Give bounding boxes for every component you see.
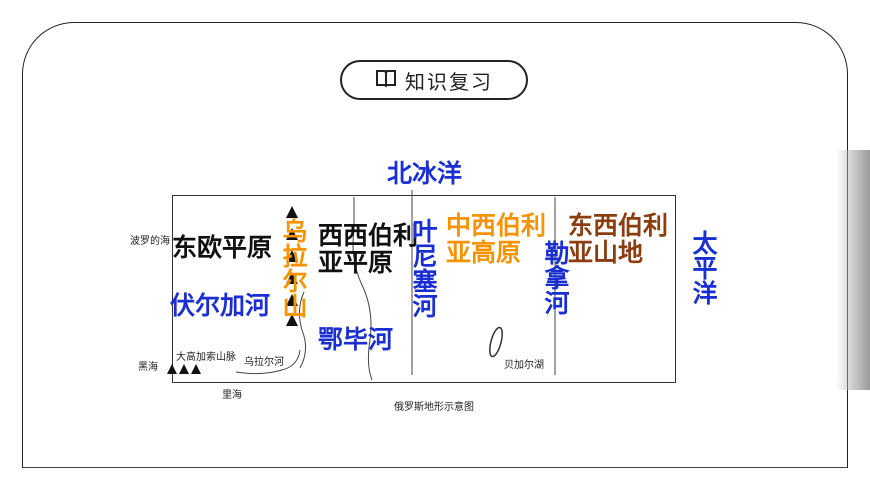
yenisei-river-label: 叶尼塞河 xyxy=(409,218,438,318)
west-siberian-plain-label: 西西伯利亚平原 xyxy=(318,221,419,277)
section-title: 知识复习 xyxy=(405,69,493,94)
pacific-ocean-label: 太平洋 xyxy=(689,230,718,305)
edge-shadow xyxy=(836,150,870,390)
map-caption: 俄罗斯地形示意图 xyxy=(394,402,474,413)
volga-river-label: 伏尔加河 xyxy=(170,291,271,320)
ob-river-label: 鄂毕河 xyxy=(318,325,394,354)
ural-river-label: 乌拉尔河 xyxy=(244,357,284,368)
central-siberian-plateau-label: 中西伯利亚高原 xyxy=(446,211,547,267)
caucasus-label: 大高加索山脉 xyxy=(176,352,236,363)
section-title-pill: 知识复习 xyxy=(340,60,528,100)
ural-mountains-label: 乌拉尔山 xyxy=(279,218,308,318)
russia-terrain-map xyxy=(172,195,676,383)
east-siberian-mountains-label: 东西伯利亚山地 xyxy=(568,211,669,267)
lena-river-label: 勒拿河 xyxy=(541,240,570,315)
baikal-label: 贝加尔湖 xyxy=(504,360,544,371)
book-icon xyxy=(375,68,397,92)
arctic-ocean-label: 北冰洋 xyxy=(387,159,463,188)
caspian-sea-label: 里海 xyxy=(222,390,242,401)
baltic-sea-label: 波罗的海 xyxy=(130,236,170,247)
caucasus-mountain-symbols xyxy=(167,364,201,374)
black-sea-label: 黑海 xyxy=(138,362,158,373)
east-european-plain-label: 东欧平原 xyxy=(172,233,273,262)
ural-mountain-symbols xyxy=(286,206,298,326)
